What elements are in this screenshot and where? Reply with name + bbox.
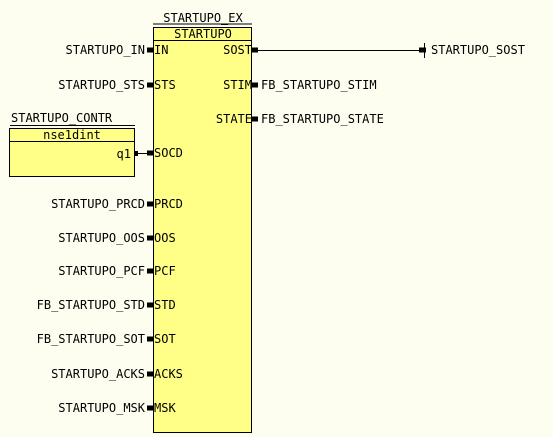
contr-block-output-connector[interactable] (134, 151, 138, 156)
input-connector-std[interactable] (147, 302, 153, 308)
input-connector-in[interactable] (147, 47, 153, 53)
input-signal-pcf[interactable]: STARTUPO_PCF (58, 264, 145, 278)
input-pin-label-msk: MSK (154, 401, 176, 415)
contr-block-instance-name: STARTUPO_CONTR (11, 111, 113, 125)
main-block[interactable]: STARTUPO IN STARTUPO_IN STS STARTUPO_STS SOC… (37, 27, 525, 433)
input-connector-sts[interactable] (147, 82, 153, 88)
input-pin-label-sot: SOT (154, 332, 176, 346)
output-signal-sost[interactable]: STARTUPO_SOST (431, 43, 525, 57)
output-pin-label-state: STATE (216, 112, 252, 126)
main-block-outputs: SOST STARTUPO_SOST STIM FB_STARTUPO_STIM STA… (216, 43, 525, 126)
input-pin-label-prcd: PRCD (154, 197, 183, 211)
contr-block-output-pin: q1 (117, 147, 131, 161)
input-connector-pcf[interactable] (147, 268, 153, 274)
contr-block-body[interactable] (9, 128, 135, 177)
output-signal-state[interactable]: FB_STARTUPO_STATE (261, 112, 384, 126)
output-signal-stim[interactable]: FB_STARTUPO_STIM (261, 78, 377, 92)
main-block-type-name: STARTUPO (174, 27, 232, 41)
main-block-inputs: IN STARTUPO_IN STS STARTUPO_STS SOCD PRCD STAR… (37, 43, 183, 415)
output-terminal-sost[interactable] (419, 47, 426, 53)
input-connector-acks[interactable] (147, 371, 153, 377)
input-pin-label-in: IN (154, 43, 168, 57)
contr-block-type-name: nse1dint (43, 128, 101, 142)
input-signal-sts[interactable]: STARTUPO_STS (58, 78, 145, 92)
contr-block[interactable]: nse1dint q1 (9, 128, 139, 177)
input-signal-prcd[interactable]: STARTUPO_PRCD (51, 197, 145, 211)
input-pin-label-std: STD (154, 298, 176, 312)
input-signal-msk[interactable]: STARTUPO_MSK (58, 401, 145, 415)
input-connector-oos[interactable] (147, 235, 153, 241)
input-signal-sot[interactable]: FB_STARTUPO_SOT (37, 332, 145, 346)
output-connector-sost[interactable] (252, 47, 258, 53)
input-connector-msk[interactable] (147, 405, 153, 411)
input-pin-label-socd: SOCD (154, 146, 183, 160)
input-connector-prcd[interactable] (147, 201, 153, 207)
output-pin-label-sost: SOST (223, 43, 252, 57)
input-connector-sot[interactable] (147, 336, 153, 342)
output-connector-state[interactable] (252, 116, 258, 122)
input-signal-oos[interactable]: STARTUPO_OOS (58, 231, 145, 245)
input-pin-label-acks: ACKS (154, 367, 183, 381)
main-block-body[interactable] (153, 27, 252, 433)
input-pin-label-pcf: PCF (154, 264, 176, 278)
output-pin-label-stim: STIM (223, 78, 252, 92)
input-connector-socd[interactable] (147, 150, 153, 156)
input-pin-label-oos: OOS (154, 231, 176, 245)
input-signal-acks[interactable]: STARTUPO_ACKS (51, 367, 145, 381)
input-pin-label-sts: STS (154, 78, 176, 92)
output-connector-stim[interactable] (252, 82, 258, 88)
input-signal-in[interactable]: STARTUPO_IN (66, 43, 145, 57)
input-signal-std[interactable]: FB_STARTUPO_STD (37, 298, 145, 312)
main-block-instance-name: STARTUPO_EX (163, 11, 243, 25)
